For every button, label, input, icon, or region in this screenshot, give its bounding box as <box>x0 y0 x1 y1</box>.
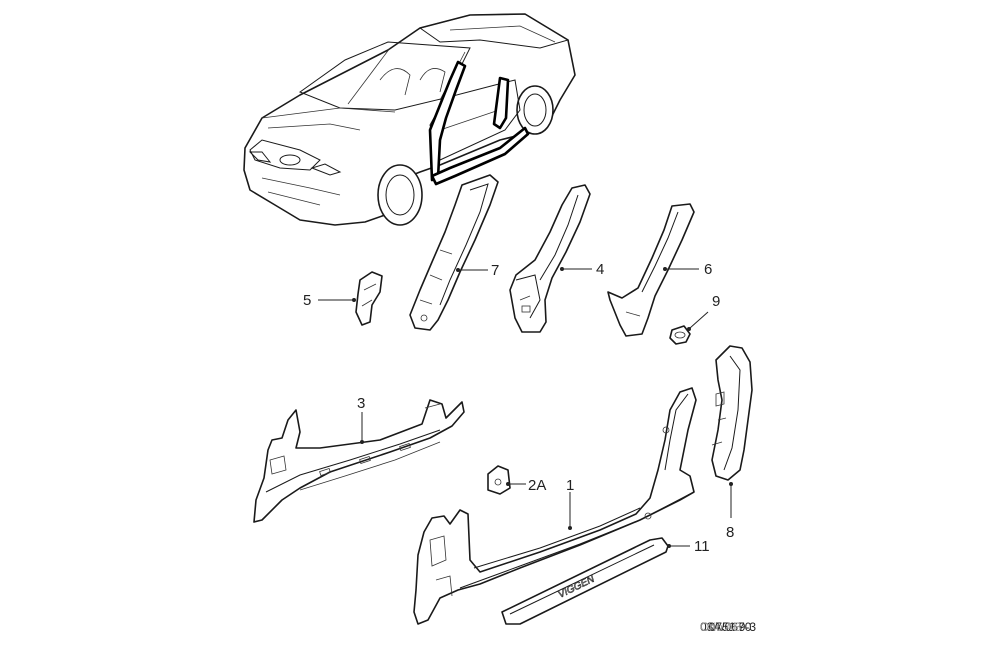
callout-11: 11 <box>694 538 710 555</box>
callout-5: 5 <box>303 292 311 309</box>
part-8-quarter-panel <box>711 345 753 481</box>
part-9-clip <box>669 325 691 345</box>
callout-1: 1 <box>566 477 574 494</box>
part-1-outer-sill <box>413 387 697 625</box>
part-6-pillar <box>607 203 695 337</box>
part-11-sill-trim: VIGGEN <box>501 537 669 625</box>
callout-8: 8 <box>726 524 734 541</box>
callouts: 5 7 4 6 9 3 2A 1 8 11 <box>303 261 734 555</box>
part-7-pillar <box>409 174 499 331</box>
car-illustration <box>243 13 576 226</box>
part-3-inner-sill <box>253 399 465 523</box>
callout-3: 3 <box>357 395 365 412</box>
part-5-bracket <box>355 271 383 326</box>
callout-4: 4 <box>596 261 604 278</box>
callout-9: 9 <box>712 293 720 310</box>
callout-6: 6 <box>704 261 712 278</box>
part-4-pillar <box>509 184 591 333</box>
reference-code: C0751 9-3 <box>700 620 757 634</box>
reference-number: 08A/0670 <box>700 620 752 634</box>
part-2a-bracket <box>487 465 511 495</box>
callout-2a: 2A <box>528 477 546 494</box>
reference-company: Orio AB <box>700 620 742 634</box>
callout-7: 7 <box>491 262 499 279</box>
